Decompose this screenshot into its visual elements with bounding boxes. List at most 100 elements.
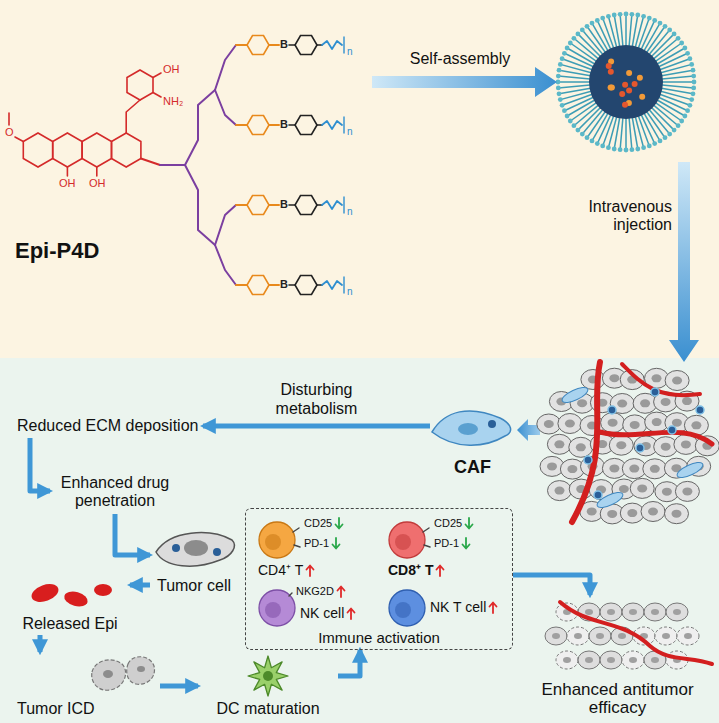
peg-end	[641, 145, 646, 150]
peg-corona	[620, 14, 623, 46]
increase-arrow	[336, 585, 346, 598]
increase-arrow	[305, 564, 315, 577]
atom-label: NH₂	[163, 95, 183, 108]
peg-end	[691, 74, 696, 79]
cell-nucleus	[648, 508, 658, 516]
receptor	[293, 528, 299, 532]
cell-nucleus	[555, 487, 565, 495]
tumor-cell	[578, 651, 600, 669]
atom-label: B	[280, 278, 288, 291]
receptor	[424, 545, 430, 547]
caf-cell	[675, 460, 705, 481]
cell-nucleus	[184, 540, 208, 556]
peg-end	[568, 41, 573, 46]
cell-nucleus	[137, 666, 145, 672]
atom-label: B	[280, 118, 288, 131]
peg-end	[679, 41, 684, 46]
tumor-cell	[666, 603, 688, 621]
node-text: CAF	[454, 457, 491, 478]
peg-end	[618, 147, 623, 152]
peg-end	[652, 18, 657, 23]
node-text: NK cell	[300, 605, 344, 621]
drug-blob	[94, 584, 112, 596]
drug-blob	[63, 589, 90, 609]
tumor-cell	[643, 459, 667, 479]
drug-dot	[619, 91, 625, 97]
outcome-node: Enhanced antitumor efficacy	[520, 595, 715, 720]
bond-line	[153, 93, 161, 98]
connector	[513, 575, 590, 595]
drug-dot	[622, 102, 628, 108]
node-text: Tumor ICD	[17, 700, 95, 718]
t-cell-node: CD25PD-1CD8⁺ T	[382, 515, 510, 581]
peg-end	[618, 12, 623, 17]
cell-nucleus	[395, 534, 411, 550]
t-cell-node: CD25PD-1CD4⁺ T	[252, 515, 380, 581]
cell-nucleus	[673, 609, 681, 615]
peg-end	[672, 128, 677, 133]
peg-corona	[625, 14, 627, 46]
drug-dot	[608, 69, 614, 75]
arrow-stroke	[437, 566, 444, 577]
node-text: CD4⁺ T	[258, 562, 303, 578]
node-text: PD-1	[434, 537, 459, 550]
lysine-branch	[160, 90, 215, 165]
peg-corona	[608, 117, 616, 148]
peg-corona	[558, 85, 590, 88]
atom-label: B	[280, 198, 288, 211]
edge-label: Disturbing metabolism	[252, 381, 382, 418]
node-text: NK T cell	[430, 599, 486, 615]
tumor-cell	[537, 414, 561, 434]
peg-end	[679, 119, 684, 124]
bond-line	[153, 73, 161, 78]
peg-end	[658, 139, 663, 144]
cell-nucleus	[395, 602, 411, 618]
node-text: DC maturation	[216, 700, 319, 718]
peg-end	[590, 139, 595, 144]
amide-bond	[236, 124, 247, 126]
lysine-branch	[215, 90, 236, 125]
cell-nucleus	[585, 657, 593, 663]
nanoparticle-dot	[213, 548, 221, 556]
cell-nucleus	[682, 397, 692, 405]
peg-end	[595, 141, 600, 146]
peg-corona	[635, 16, 643, 47]
cell-nucleus	[567, 465, 577, 473]
peg-end	[612, 147, 617, 152]
peg-end	[689, 62, 694, 67]
peg-corona	[662, 81, 694, 83]
tumor-cell	[569, 437, 593, 457]
caf-cell	[432, 411, 511, 445]
cell-nucleus	[661, 443, 671, 451]
peg-end	[624, 148, 629, 153]
nanoparticle-dot	[488, 420, 496, 428]
cell-nucleus	[563, 657, 571, 663]
peg-chain	[322, 281, 342, 289]
cell-nucleus	[652, 374, 662, 382]
tumor-cell	[547, 434, 571, 454]
peg-corona	[620, 118, 623, 150]
peg-end	[663, 24, 668, 29]
tumor-cell	[622, 651, 644, 669]
drug-dot	[626, 88, 632, 94]
immune-cell	[389, 590, 425, 626]
phenyl-ring	[247, 116, 269, 135]
tumor-cell	[600, 603, 622, 621]
dc-node: DC maturation	[198, 656, 338, 720]
nanoparticle-dot	[636, 444, 644, 452]
peg-end	[557, 68, 562, 73]
cell-nucleus	[618, 633, 626, 639]
peg-corona	[560, 64, 591, 72]
amide-bond	[236, 284, 247, 286]
peg-end	[676, 36, 681, 41]
cell-nucleus	[650, 465, 660, 473]
cell-nucleus	[103, 670, 113, 678]
peg-end	[641, 14, 646, 19]
tumor-cell	[567, 627, 589, 645]
anthracycline-ring	[112, 133, 141, 167]
cell-nucleus	[672, 377, 682, 385]
nk-cell-node: NKG2DNK cell	[252, 585, 380, 631]
atom-label: O	[5, 126, 14, 139]
boronate-bond	[269, 124, 279, 126]
tumor-cell	[655, 627, 677, 645]
